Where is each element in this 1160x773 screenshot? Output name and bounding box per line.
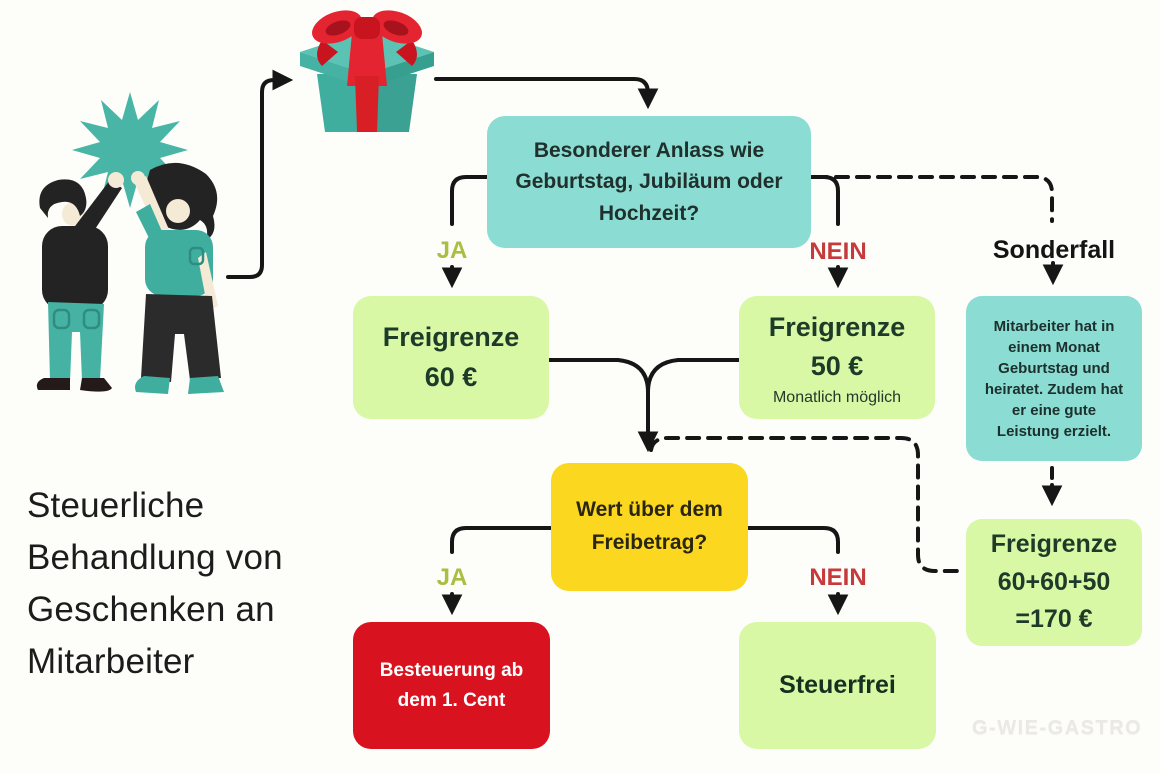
connector-gift-to-question1 <box>434 77 659 110</box>
connector-merge-left <box>547 358 659 453</box>
branch-label-ja1: JA <box>436 237 468 264</box>
freigrenze50-value: 50 € <box>810 351 864 381</box>
freigrenze50-note: Monatlich möglich <box>772 389 902 407</box>
page-title: Steuerliche Behandlung von Geschenken an… <box>27 480 283 688</box>
starburst-icon <box>72 92 188 208</box>
branch-label-nein1: NEIN <box>809 238 867 265</box>
node-freigrenze-50: Freigrenze 50 € Monatlich möglich <box>739 296 935 419</box>
person-right <box>131 162 224 394</box>
person-left <box>36 172 124 392</box>
page-title-line3: Geschenken an <box>27 590 275 629</box>
node-sonderfall-case: Mitarbeiter hat in einem Monat Geburtsta… <box>966 296 1142 461</box>
freigrenze170-line1: Freigrenze <box>990 530 1118 559</box>
question2-line2: Freibetrag? <box>591 531 708 554</box>
connector-nein1-elbow <box>809 175 840 226</box>
high-five-illustration <box>36 92 224 394</box>
branch-label-nein2: NEIN <box>809 564 867 591</box>
question1-line2: Geburtstag, Jubiläum oder <box>515 170 783 194</box>
node-freigrenze-170: Freigrenze 60+60+50 =170 € <box>966 519 1142 646</box>
freigrenze50-title: Freigrenze <box>768 311 906 342</box>
page-title-line2: Behandlung von <box>27 538 283 577</box>
question2-line1: Wert über dem <box>576 498 723 522</box>
freigrenze170-line3: =170 € <box>1015 605 1093 634</box>
watermark: G-WIE-GASTRO <box>972 717 1143 739</box>
connector-ja2-elbow <box>450 526 553 554</box>
freigrenze60-title: Freigrenze <box>382 322 520 353</box>
node-steuerfrei: Steuerfrei <box>739 622 936 749</box>
freigrenze170-line2: 60+60+50 <box>997 567 1111 596</box>
besteuerung-line1: Besteuerung ab <box>379 660 524 682</box>
question1-line3: Hochzeit? <box>598 201 700 225</box>
connector-people-to-gift <box>226 69 294 279</box>
connector-ja1-elbow <box>450 175 489 226</box>
question1-line1: Besonderer Anlass wie <box>533 138 765 162</box>
node-question-wert: Wert über dem Freibetrag? <box>551 463 748 591</box>
freigrenze60-value: 60 € <box>424 361 478 392</box>
branch-label-sonderfall: Sonderfall <box>992 236 1116 264</box>
node-question-anlass: Besonderer Anlass wie Geburtstag, Jubilä… <box>487 116 811 248</box>
steuerfrei-label: Steuerfrei <box>779 671 896 699</box>
connector-nein2-elbow <box>746 526 840 554</box>
branch-label-ja2: JA <box>436 564 468 591</box>
node-besteuerung: Besteuerung ab dem 1. Cent <box>353 622 550 749</box>
connector-merge-right <box>646 358 741 394</box>
page-title-line4: Mitarbeiter <box>27 642 195 681</box>
connector-bypass-dashed <box>649 436 962 573</box>
page-title-line1: Steuerliche <box>27 486 205 525</box>
connector-sonderfall-elbow <box>813 175 1054 223</box>
node-freigrenze-60: Freigrenze 60 € <box>353 296 549 419</box>
besteuerung-line2: dem 1. Cent <box>397 689 506 711</box>
sonderfall-case-text: Mitarbeiter hat in einem Monat Geburtsta… <box>984 317 1124 440</box>
gift-icon <box>300 10 434 132</box>
